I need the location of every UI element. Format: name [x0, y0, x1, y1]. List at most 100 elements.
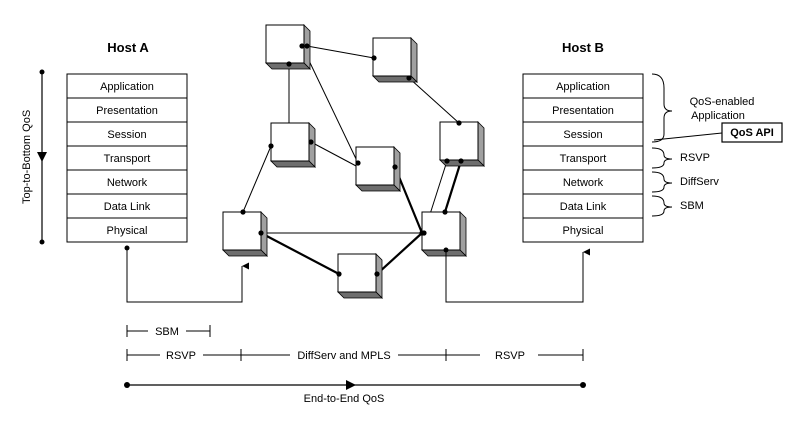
qos-enabled-brace: [651, 73, 673, 143]
layer-data-link: Data Link: [522, 193, 644, 219]
sbm-span: [126, 325, 211, 337]
layer-presentation: Presentation: [522, 97, 644, 123]
junction-dot: [442, 209, 448, 215]
diffserv-brace: [651, 171, 673, 193]
junction-dot: [456, 120, 462, 126]
junction-dot: [406, 75, 412, 81]
end-to-end-label: End-to-End QoS: [304, 393, 385, 405]
junction-dot: [336, 271, 342, 277]
rsvp-left-span-label: RSVP: [166, 350, 196, 362]
layer-data-link: Data Link: [66, 193, 188, 219]
top-to-bottom-axis: Top-to-Bottom QoS: [21, 69, 47, 245]
layer-label: Application: [100, 81, 154, 93]
layer-physical: Physical: [522, 217, 644, 243]
router-physical-dot: [443, 247, 449, 253]
junction-dots: [240, 43, 464, 277]
qos-enabled-label-line1: QoS-enabled: [690, 96, 755, 108]
router-to-host-b-arrow: [445, 248, 590, 303]
junction-dot: [286, 61, 292, 67]
router-7: [337, 253, 383, 299]
layer-label: Presentation: [552, 105, 614, 117]
layer-transport: Transport: [522, 145, 644, 171]
junction-dot: [444, 158, 450, 164]
layer-label: Physical: [563, 225, 604, 237]
junction-dot: [355, 160, 361, 166]
link-r3-r6: [242, 145, 272, 213]
router-3: [270, 122, 316, 168]
host-a-layer-stack: ApplicationPresentationSessionTransportN…: [66, 73, 188, 243]
layer-session: Session: [66, 121, 188, 147]
sbm-annotation: SBM: [680, 200, 704, 212]
junction-dot: [258, 230, 264, 236]
top-to-bottom-label: Top-to-Bottom QoS: [21, 110, 33, 204]
junction-dot: [392, 164, 398, 170]
layer-label: Data Link: [104, 201, 151, 213]
layer-label: Network: [563, 177, 604, 189]
router-5: [355, 146, 401, 192]
host-b-title: Host B: [562, 40, 604, 55]
host-a-physical-dot: [124, 245, 130, 251]
router-6: [222, 211, 268, 257]
routers: [222, 24, 485, 299]
qos-enabled-label-line2: Application: [691, 110, 745, 122]
layer-label: Presentation: [96, 105, 158, 117]
rsvp-annotation: RSVP: [680, 152, 710, 164]
layer-label: Network: [107, 177, 148, 189]
layer-label: Physical: [107, 225, 148, 237]
layer-physical: Physical: [66, 217, 188, 243]
rsvp-brace: [651, 147, 673, 169]
layer-application: Application: [522, 73, 644, 99]
thick-r7-r8: [376, 232, 423, 275]
sbm-span-label: SBM: [155, 326, 179, 338]
link-r2-r4: [408, 77, 460, 124]
qos-api-pointer: [653, 132, 723, 141]
rsvp-right-span-label: RSVP: [495, 350, 525, 362]
layer-session: Session: [522, 121, 644, 147]
host-b-annotations: [651, 73, 723, 217]
junction-dot: [240, 209, 246, 215]
junction-dot: [421, 230, 427, 236]
host-b-layer-stack: ApplicationPresentationSessionTransportN…: [522, 73, 644, 243]
sbm-brace: [651, 195, 673, 217]
junction-dot: [299, 43, 305, 49]
diffserv-mpls-span-label: DiffServ and MPLS: [297, 350, 390, 362]
junction-dot: [308, 139, 314, 145]
layer-application: Application: [66, 73, 188, 99]
link-r1-r2: [306, 45, 375, 59]
junction-dot: [268, 143, 274, 149]
layer-label: Data Link: [560, 201, 607, 213]
layer-label: Transport: [560, 153, 607, 165]
link-r1-r5: [301, 45, 359, 164]
layer-transport: Transport: [66, 145, 188, 171]
thick-r4-r8: [443, 160, 463, 213]
host-a-title: Host A: [107, 40, 149, 55]
router-2: [372, 37, 418, 83]
router-4: [439, 121, 485, 167]
layer-label: Session: [563, 129, 602, 141]
qos-api-label: QoS API: [730, 127, 774, 139]
thick-r6-r7: [260, 232, 340, 275]
host-b: Host B ApplicationPresentationSessionTra…: [522, 40, 644, 243]
rsvp-diffserv-span: [126, 349, 584, 361]
layer-network: Network: [66, 169, 188, 195]
host-a: Host A ApplicationPresentationSessionTra…: [66, 40, 188, 243]
layer-network: Network: [522, 169, 644, 195]
host-network-connectors: [126, 248, 590, 303]
network-links: [242, 45, 460, 234]
junction-dot: [371, 55, 377, 61]
layer-presentation: Presentation: [66, 97, 188, 123]
layer-label: Session: [107, 129, 146, 141]
router-1: [265, 24, 311, 70]
qos-api-box: [721, 122, 783, 143]
junction-dot: [458, 158, 464, 164]
junction-dot: [304, 43, 310, 49]
layer-label: Transport: [104, 153, 151, 165]
link-r3-r5: [310, 141, 359, 168]
diffserv-annotation: DiffServ: [680, 176, 719, 188]
layer-label: Application: [556, 81, 610, 93]
end-to-end-axis: [124, 380, 586, 390]
host-a-to-router-arrow: [126, 248, 249, 303]
junction-dot: [374, 271, 380, 277]
